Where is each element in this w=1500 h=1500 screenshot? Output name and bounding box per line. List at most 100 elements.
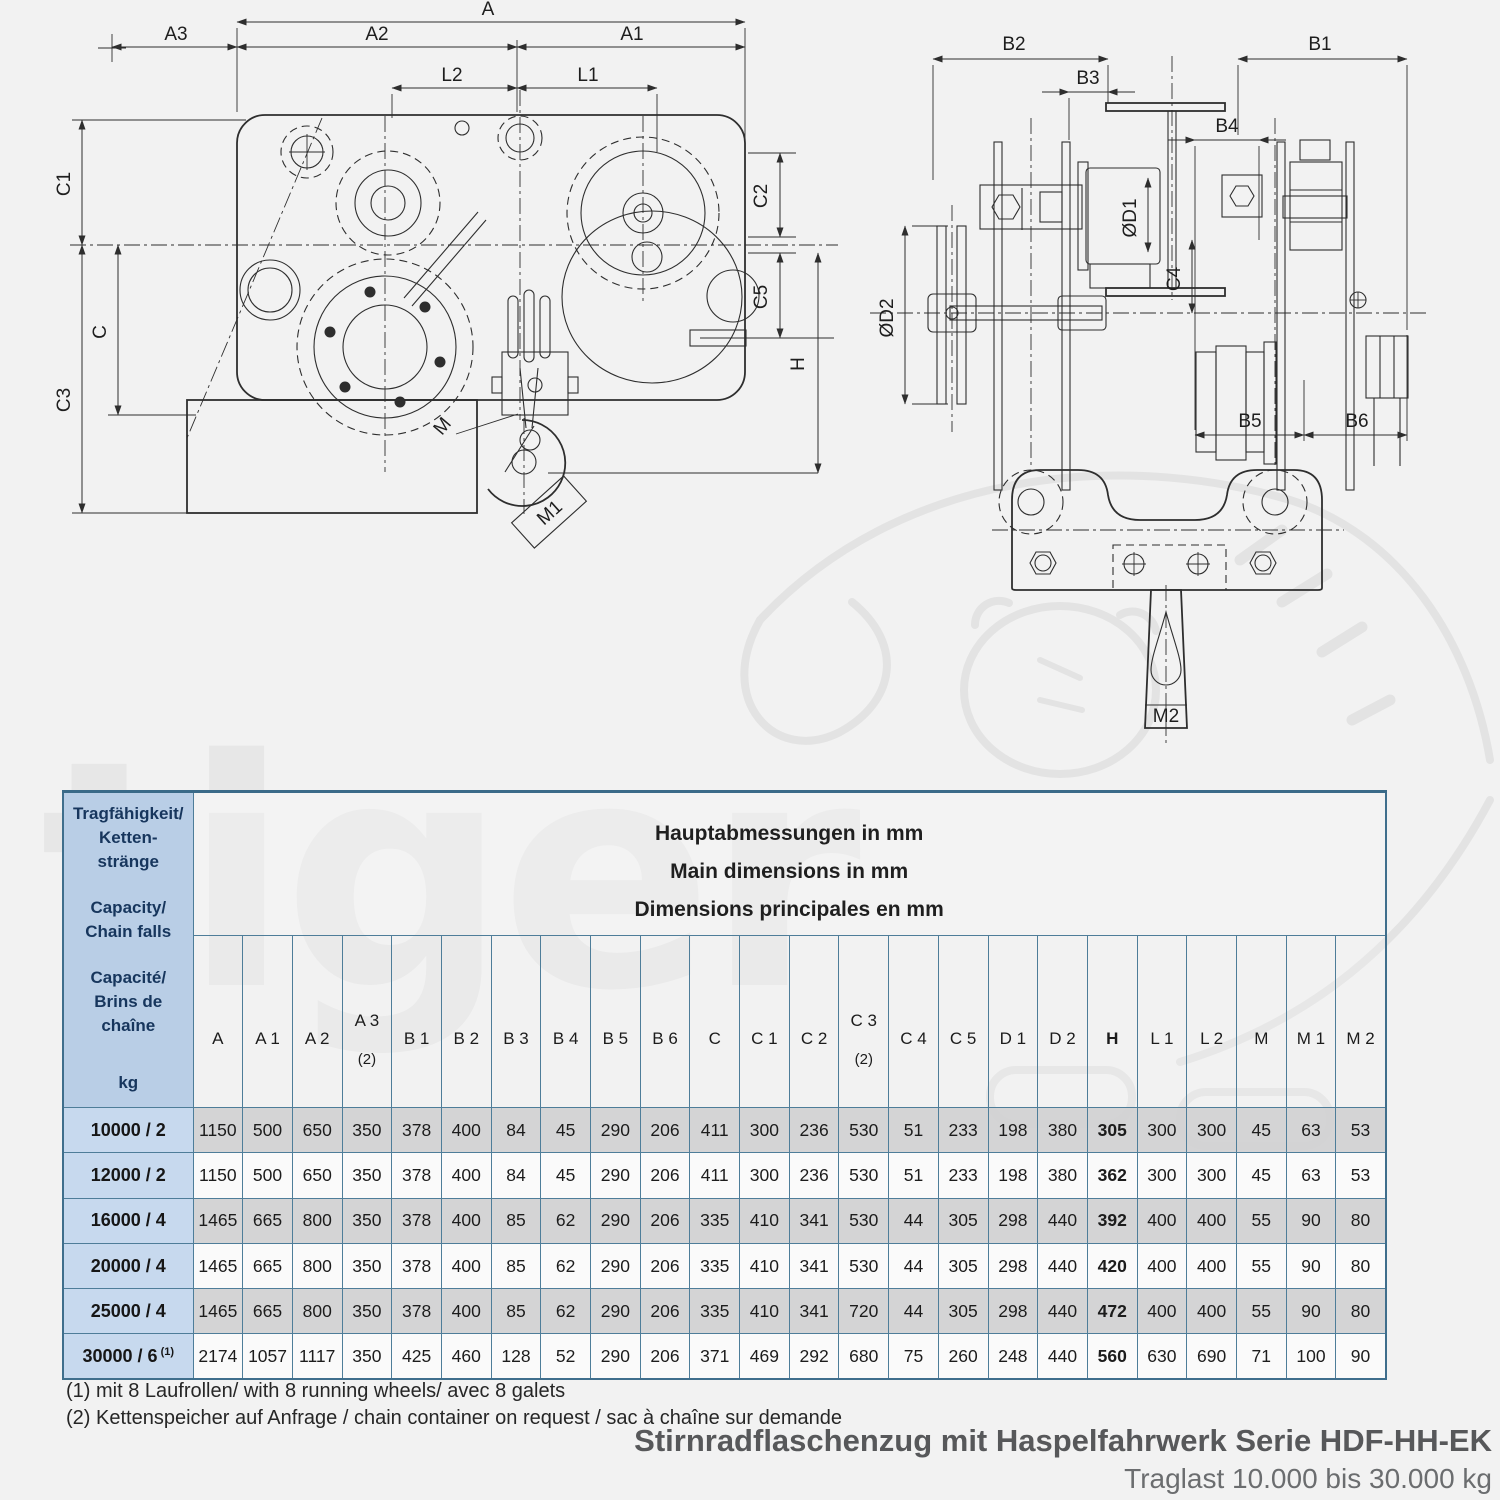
value-cell: 55	[1235, 1197, 1287, 1244]
col-header-m1: M 1	[1285, 934, 1337, 1109]
dim-label-b1: B1	[1308, 34, 1331, 55]
dim-label-d1: ØD1	[1120, 198, 1141, 237]
col-header-c2: C 2	[788, 934, 840, 1109]
value-cell: 500	[242, 1106, 293, 1154]
col-header-b3: B 3	[490, 934, 542, 1109]
value-cell: 530	[838, 1197, 890, 1244]
col-header-label: C 2	[800, 1029, 828, 1049]
col-header-label: H	[1106, 1029, 1119, 1049]
value-cell: 411	[689, 1152, 741, 1199]
corner-header-line: Ketten-	[98, 828, 158, 847]
value-cell: 298	[987, 1288, 1039, 1335]
col-header-label: B 1	[403, 1029, 430, 1049]
dim-label-c4: C4	[1164, 266, 1185, 291]
value-cell: 350	[341, 1197, 393, 1244]
col-header-m2: M 2	[1335, 934, 1387, 1109]
value-cell: 45	[1235, 1106, 1287, 1154]
value-cell: 300	[1186, 1106, 1237, 1154]
value-cell: 290	[590, 1106, 641, 1154]
col-header-label: B 4	[552, 1029, 579, 1049]
drive-shaft	[949, 305, 1103, 321]
col-header-label: A 1	[255, 1029, 280, 1049]
runway-beam	[1105, 102, 1226, 297]
value-cell: 62	[540, 1197, 591, 1244]
value-cell: 206	[639, 1242, 691, 1290]
corner-header-line: Capacité/	[90, 968, 167, 987]
value-cell: 350	[341, 1106, 393, 1154]
capacity-cell: 25000 / 4	[62, 1288, 194, 1335]
unit-label: kg	[118, 1073, 139, 1092]
col-header-label: D 1	[999, 1029, 1027, 1049]
value-cell: 400	[440, 1152, 492, 1199]
value-cell: 410	[739, 1197, 790, 1244]
col-header-label: L 1	[1150, 1029, 1174, 1049]
value-cell: 665	[242, 1288, 293, 1335]
value-cell: 800	[291, 1197, 343, 1244]
dim-label-m1: M1	[533, 496, 567, 529]
dim-label-c5: C5	[751, 285, 772, 309]
dim-label-l1: L1	[577, 65, 598, 86]
value-cell: 71	[1235, 1333, 1287, 1380]
col-header-a: A	[192, 934, 244, 1109]
col-header-l1: L 1	[1136, 934, 1188, 1109]
value-cell: 84	[490, 1152, 542, 1199]
value-cell: 198	[987, 1106, 1039, 1154]
value-cell: 362	[1086, 1152, 1138, 1199]
value-cell: 53	[1335, 1106, 1387, 1154]
value-cell: 300	[1186, 1152, 1237, 1199]
value-cell: 341	[788, 1288, 840, 1335]
value-cell: 800	[291, 1242, 343, 1290]
value-cell: 62	[540, 1288, 591, 1335]
capacity-cell: 10000 / 2	[62, 1106, 194, 1154]
dim-label-c3: C3	[54, 388, 75, 412]
col-header-label: A 3	[354, 1010, 380, 1030]
value-cell: 350	[341, 1333, 393, 1380]
capacity-cell: 16000 / 4	[62, 1197, 194, 1244]
front-view-drawing: B2 B1 B3 B4 B5 B6 ØD2 ØD1 C4 M2	[870, 34, 1428, 744]
value-cell: 1465	[192, 1242, 244, 1290]
value-cell: 400	[1186, 1288, 1237, 1335]
value-cell: 410	[739, 1242, 790, 1290]
value-cell: 80	[1335, 1197, 1387, 1244]
value-cell: 400	[1136, 1242, 1188, 1290]
value-cell: 206	[639, 1106, 691, 1154]
value-cell: 305	[1086, 1106, 1138, 1154]
value-cell: 55	[1235, 1242, 1287, 1290]
dim-label-m2: M2	[1153, 706, 1179, 727]
col-header-b6: B 6	[639, 934, 691, 1109]
value-cell: 335	[689, 1197, 741, 1244]
value-cell: 800	[291, 1288, 343, 1335]
trolley-side-plate	[993, 141, 1003, 491]
value-cell: 410	[739, 1288, 790, 1335]
col-header-c5: C 5	[937, 934, 989, 1109]
main-header-line: Hauptabmessungen in mm	[654, 821, 924, 845]
value-cell: 400	[440, 1288, 492, 1335]
value-cell: 400	[1136, 1288, 1188, 1335]
col-header-c1: C 1	[739, 934, 790, 1109]
dim-label-a3: A3	[164, 24, 187, 45]
value-cell: 290	[590, 1288, 641, 1335]
dim-label-b3: B3	[1076, 68, 1099, 89]
value-cell: 84	[490, 1106, 542, 1154]
value-cell: 350	[341, 1288, 393, 1335]
value-cell: 425	[391, 1333, 442, 1380]
value-cell: 1465	[192, 1288, 244, 1335]
footnotes: (1) mit 8 Laufrollen/ with 8 running whe…	[66, 1378, 842, 1432]
footnote-2: (2) Kettenspeicher auf Anfrage / chain c…	[66, 1407, 843, 1429]
col-header-label: C 5	[949, 1029, 977, 1049]
col-header-a2: A 2	[291, 934, 343, 1109]
value-cell: 233	[937, 1106, 989, 1154]
dim-label-d2: ØD2	[877, 298, 898, 337]
value-cell: 90	[1285, 1242, 1337, 1290]
value-cell: 1057	[242, 1333, 293, 1380]
main-header-line: Dimensions principales en mm	[634, 897, 944, 921]
product-title: Stirnradflaschenzug mit Haspelfahrwerk S…	[634, 1423, 1492, 1458]
chain-pulley	[491, 289, 579, 429]
value-cell: 298	[987, 1242, 1039, 1290]
value-cell: 45	[540, 1106, 591, 1154]
